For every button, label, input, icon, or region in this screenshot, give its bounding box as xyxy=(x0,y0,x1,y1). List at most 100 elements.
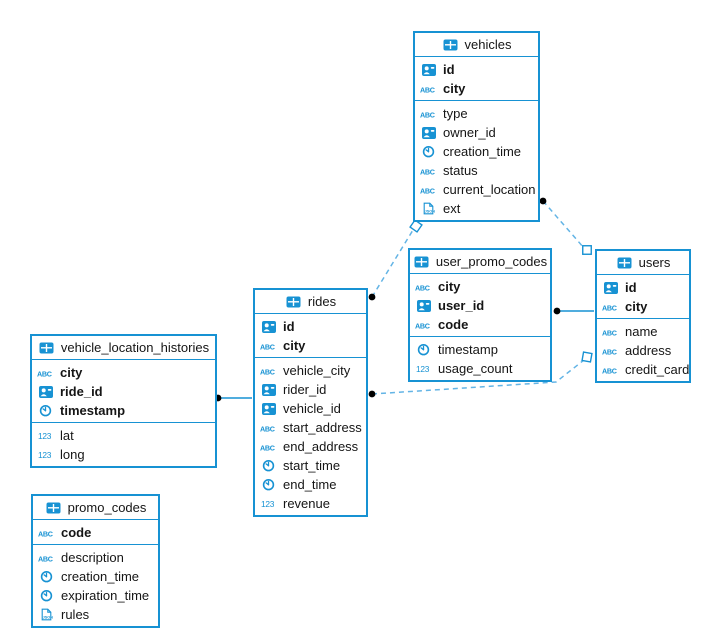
field-row-vehicle_id[interactable]: vehicle_id xyxy=(255,399,366,418)
field-row-owner_id[interactable]: owner_id xyxy=(415,123,538,142)
table-icon xyxy=(616,257,633,269)
field-row-code[interactable]: ABC code xyxy=(410,315,550,334)
relationship-rides-to-vehicles[interactable] xyxy=(371,229,414,298)
field-name: ride_id xyxy=(60,384,103,399)
svg-text:ABC: ABC xyxy=(420,167,435,176)
svg-text:ABC: ABC xyxy=(260,443,275,452)
table-header[interactable]: rides xyxy=(255,290,366,314)
svg-text:ABC: ABC xyxy=(602,347,617,356)
relationship-end-marker xyxy=(582,245,592,255)
field-row-expiration_time[interactable]: expiration_time xyxy=(33,586,158,605)
field-name: name xyxy=(625,324,658,339)
field-name: long xyxy=(60,447,85,462)
id-type-icon xyxy=(420,63,437,76)
field-name: credit_card xyxy=(625,362,690,377)
field-row-user_id[interactable]: user_id xyxy=(410,296,550,315)
field-name: code xyxy=(438,317,469,332)
field-row-timestamp[interactable]: timestamp xyxy=(410,340,550,359)
field-name: usage_count xyxy=(438,361,513,376)
svg-text:ABC: ABC xyxy=(602,328,617,337)
table-icon xyxy=(442,39,459,51)
field-name: code xyxy=(61,525,92,540)
field-name: city xyxy=(283,338,306,353)
table-header[interactable]: promo_codes xyxy=(33,496,158,520)
field-name: rules xyxy=(61,607,90,622)
field-name: creation_time xyxy=(443,144,522,159)
field-row-start_time[interactable]: start_time xyxy=(255,456,366,475)
table-header[interactable]: user_promo_codes xyxy=(410,250,550,274)
field-name: timestamp xyxy=(60,403,126,418)
table-title: promo_codes xyxy=(67,500,147,515)
svg-text:ABC: ABC xyxy=(37,369,52,378)
svg-text:ABC: ABC xyxy=(38,554,53,563)
timestamp-type-icon xyxy=(37,404,54,417)
field-row-id[interactable]: id xyxy=(255,317,366,336)
field-row-creation_time[interactable]: creation_time xyxy=(415,142,538,161)
table-title: rides xyxy=(307,294,337,309)
field-row-creation_time[interactable]: creation_time xyxy=(33,567,158,586)
field-name: vehicle_id xyxy=(283,401,341,416)
relationship-vehicles-to-users[interactable] xyxy=(542,200,585,249)
field-name: start_address xyxy=(283,420,362,435)
relationship-end-marker xyxy=(409,219,423,233)
field-name: expiration_time xyxy=(61,588,150,603)
svg-text:ABC: ABC xyxy=(415,321,430,330)
field-name: end_time xyxy=(283,477,337,492)
field-row-id[interactable]: id xyxy=(415,60,538,79)
field-row-lat[interactable]: 123 lat xyxy=(32,426,215,445)
table-header[interactable]: users xyxy=(597,251,689,275)
svg-text:ABC: ABC xyxy=(420,186,435,195)
field-name: city xyxy=(443,81,466,96)
field-row-id[interactable]: id xyxy=(597,278,689,297)
field-name: timestamp xyxy=(438,342,498,357)
field-row-timestamp[interactable]: timestamp xyxy=(32,401,215,420)
string-type-icon: ABC xyxy=(420,109,437,119)
field-row-end_time[interactable]: end_time xyxy=(255,475,366,494)
field-row-long[interactable]: 123 long xyxy=(32,445,215,464)
table-title: vehicle_location_histories xyxy=(60,340,210,355)
relationship-rides-to-users[interactable] xyxy=(371,359,585,395)
field-row-rider_id[interactable]: rider_id xyxy=(255,380,366,399)
field-row-ride_id[interactable]: ride_id xyxy=(32,382,215,401)
number-type-icon: 123 xyxy=(37,430,54,441)
field-name: ext xyxy=(443,201,461,216)
timestamp-type-icon xyxy=(260,459,277,472)
field-row-type[interactable]: ABC type xyxy=(415,104,538,123)
field-name: type xyxy=(443,106,468,121)
table-header[interactable]: vehicles xyxy=(415,33,538,57)
field-name: lat xyxy=(60,428,74,443)
table-title: vehicles xyxy=(464,37,512,52)
svg-text:ABC: ABC xyxy=(420,110,435,119)
number-type-icon: 123 xyxy=(37,449,54,460)
field-row-name[interactable]: ABC name xyxy=(597,322,689,341)
table-header[interactable]: vehicle_location_histories xyxy=(32,336,215,360)
field-name: revenue xyxy=(283,496,330,511)
string-type-icon: ABC xyxy=(415,282,432,292)
